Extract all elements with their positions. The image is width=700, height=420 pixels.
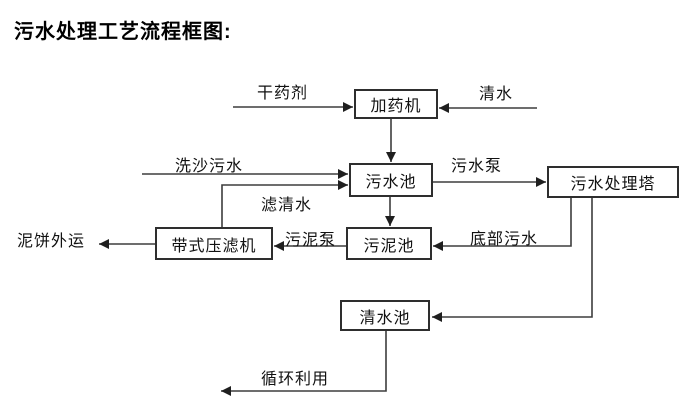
node-dosing-machine: 加药机 [354,89,438,119]
page-title: 污水处理工艺流程框图: [14,21,232,43]
node-sewage-treatment-tower: 污水处理塔 [547,166,679,198]
flow-label-recycle-use: 循环利用 [261,371,330,388]
node-belt-filter-press: 带式压滤机 [155,227,273,260]
arrow-treatment-tower-to-clean-water-pool [432,198,593,322]
flow-label-mud-cake-transport: 泥饼外运 [17,233,86,250]
node-sewage-pool: 污水池 [349,163,433,197]
flow-label-bottom-sewage: 底部污水 [470,231,539,248]
flow-label-sludge-pump: 污泥泵 [285,232,337,249]
flow-label-dry-chemical: 干药剂 [257,85,309,102]
flow-label-sand-washing-sewage: 洗沙污水 [175,158,244,175]
node-sludge-pool: 污泥池 [346,227,432,260]
arrow-clean-water-pool-to-recycle-use [221,331,387,396]
node-clean-water-pool: 清水池 [340,300,430,331]
arrow-bottom-sewage-to-sludge-pool [433,198,572,251]
flow-label-sewage-pump: 污水泵 [451,158,503,175]
arrow-filtered-water-to-sewage-pool [221,180,348,227]
flow-label-filtered-water: 滤清水 [261,197,313,214]
flow-label-clean-water: 清水 [479,86,514,103]
